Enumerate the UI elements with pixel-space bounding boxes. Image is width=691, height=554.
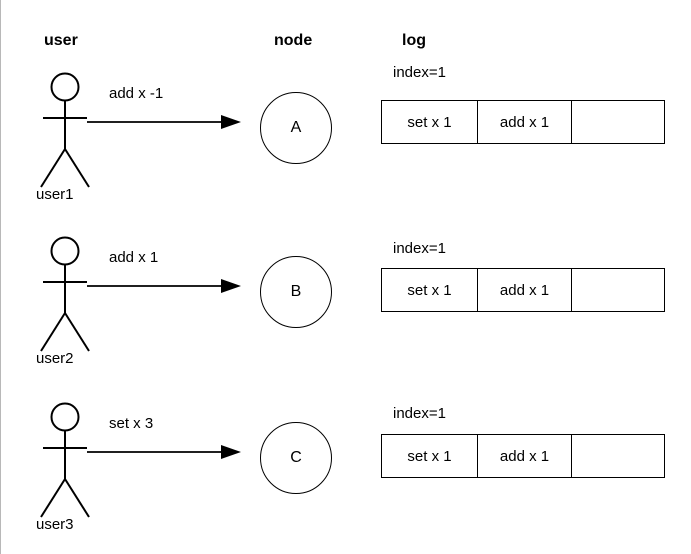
log-cell: set x 1 xyxy=(382,269,478,311)
arrow-user3-to-node-c xyxy=(87,445,241,459)
log-cell-empty xyxy=(572,269,664,311)
log-cell: add x 1 xyxy=(478,101,572,143)
log-cell: set x 1 xyxy=(382,435,478,477)
log-cell-empty xyxy=(572,435,664,477)
node-label-c: C xyxy=(290,449,302,466)
actor-label-user2: user2 xyxy=(36,350,74,367)
log-table-row-1: set x 1 add x 1 xyxy=(381,100,665,144)
log-table-row-2: set x 1 add x 1 xyxy=(381,268,665,312)
node-label-b: B xyxy=(290,283,302,300)
arrow-user1-to-node-a xyxy=(87,115,241,129)
node-circle-c: C xyxy=(260,422,332,494)
actor-figure-user2 xyxy=(40,236,90,352)
log-table-row-3: set x 1 add x 1 xyxy=(381,434,665,478)
arrow-user2-to-node-b xyxy=(87,279,241,293)
column-header-node: node xyxy=(274,32,313,49)
index-label-row-3: index=1 xyxy=(393,405,446,422)
node-circle-a: A xyxy=(260,92,332,164)
column-header-user: user xyxy=(44,32,78,49)
log-cell-empty xyxy=(572,101,664,143)
edge-label-row-3: set x 3 xyxy=(109,415,154,432)
edge-label-row-1: add x -1 xyxy=(109,85,164,102)
column-header-log: log xyxy=(402,32,426,49)
log-cell: set x 1 xyxy=(382,101,478,143)
log-cell: add x 1 xyxy=(478,435,572,477)
node-circle-b: B xyxy=(260,256,332,328)
actor-figure-user1 xyxy=(40,72,90,188)
edge-label-row-2: add x 1 xyxy=(109,249,159,266)
actor-label-user1: user1 xyxy=(36,186,74,203)
log-cell: add x 1 xyxy=(478,269,572,311)
actor-figure-user3 xyxy=(40,402,90,518)
index-label-row-1: index=1 xyxy=(393,64,446,81)
node-label-a: A xyxy=(290,119,302,136)
index-label-row-2: index=1 xyxy=(393,240,446,257)
actor-label-user3: user3 xyxy=(36,516,74,533)
